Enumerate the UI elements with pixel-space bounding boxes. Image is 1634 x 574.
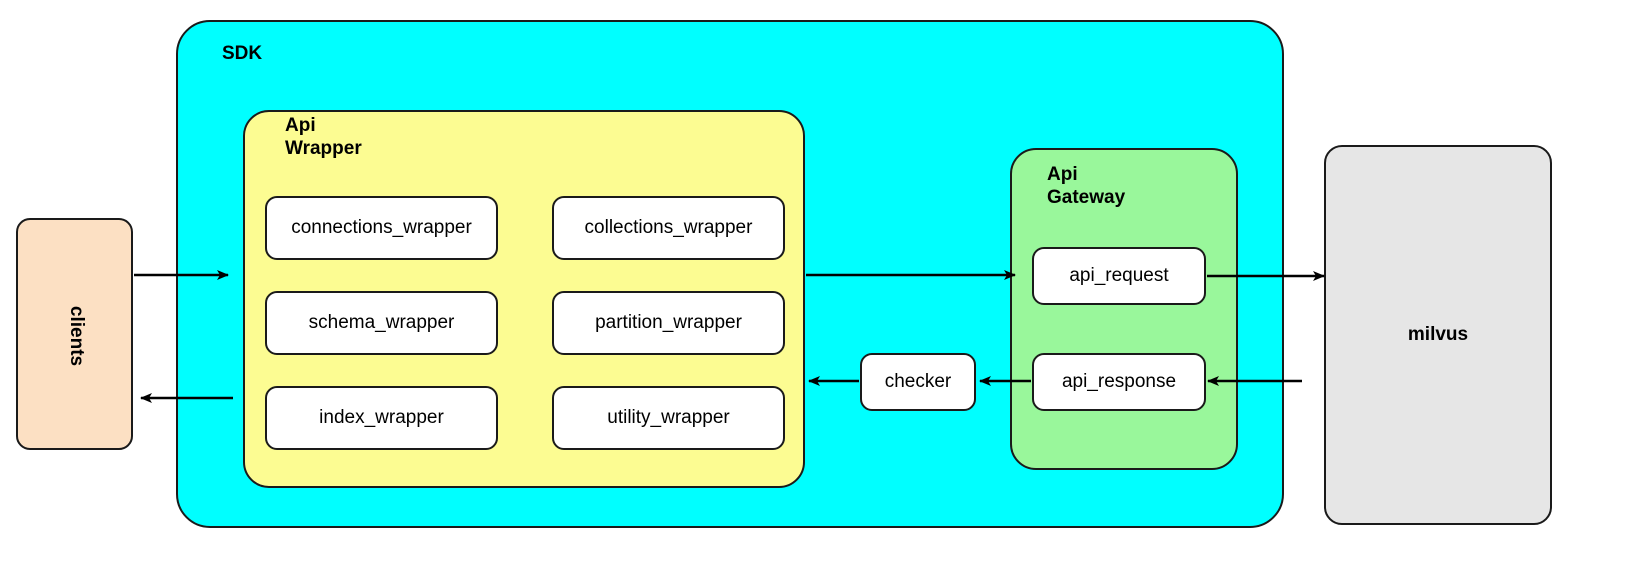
node-schema-wrapper[interactable]: schema_wrapper bbox=[265, 291, 498, 355]
node-api-request[interactable]: api_request bbox=[1032, 247, 1206, 305]
api-gateway-container-label: Api Gateway bbox=[1047, 164, 1126, 209]
clients-label: clients bbox=[18, 220, 135, 452]
clients-label-text: clients bbox=[66, 305, 88, 367]
api-gateway-container bbox=[1010, 148, 1238, 470]
node-connections-wrapper[interactable]: connections_wrapper bbox=[265, 196, 498, 260]
node-utility-wrapper[interactable]: utility_wrapper bbox=[552, 386, 785, 450]
node-api-response[interactable]: api_response bbox=[1032, 353, 1206, 411]
node-collections-wrapper[interactable]: collections_wrapper bbox=[552, 196, 785, 260]
node-index-wrapper[interactable]: index_wrapper bbox=[265, 386, 498, 450]
node-partition-wrapper[interactable]: partition_wrapper bbox=[552, 291, 785, 355]
sdk-container-label: SDK bbox=[222, 43, 263, 64]
api-wrapper-container-label: Api Wrapper bbox=[285, 115, 362, 160]
milvus-box[interactable]: milvus bbox=[1324, 145, 1552, 525]
clients-box[interactable]: clients bbox=[16, 218, 133, 450]
node-checker[interactable]: checker bbox=[860, 353, 976, 411]
